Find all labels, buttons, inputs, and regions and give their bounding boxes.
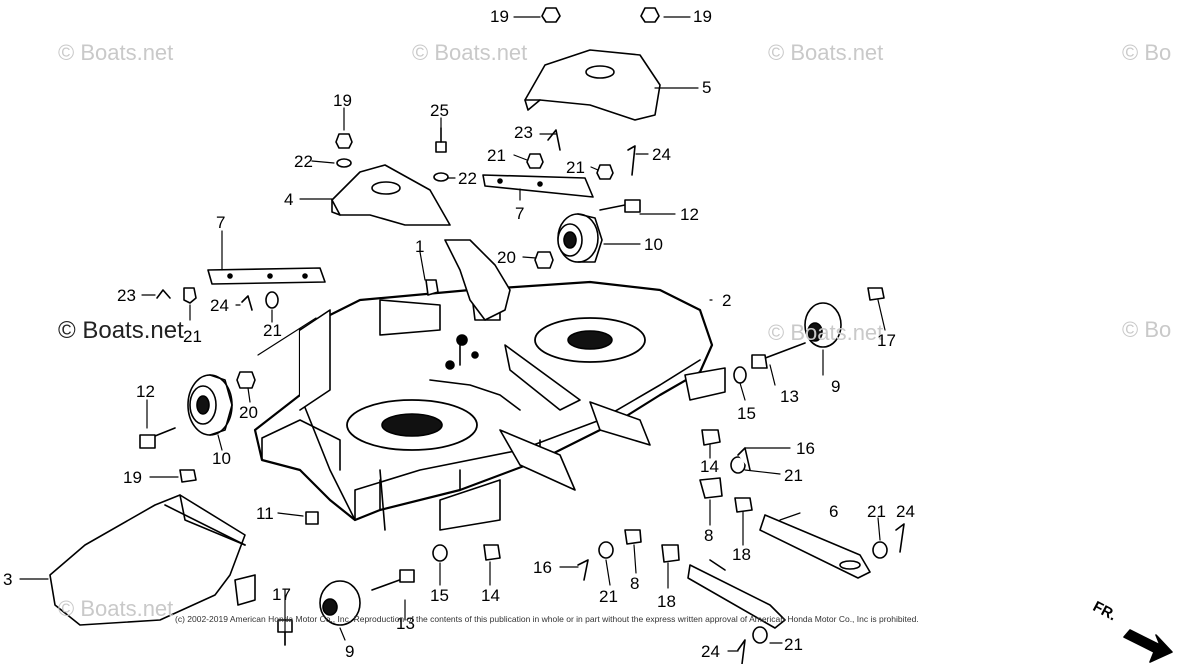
callout-number: 10: [212, 449, 231, 468]
callout-number: 14: [481, 586, 500, 605]
leader-lines: [19, 16, 886, 652]
callout-number: 21: [263, 321, 282, 340]
callout-number: 3: [3, 570, 13, 589]
callout-number: 15: [430, 586, 449, 605]
callout-number: 17: [272, 585, 291, 604]
roller-9-right: [804, 302, 842, 348]
callout-number: 16: [796, 439, 815, 458]
callout-number: 8: [704, 526, 714, 545]
callout-number: 10: [644, 235, 663, 254]
bracket-7-left: [207, 267, 326, 285]
callout-number: 15: [737, 404, 756, 423]
watermark: © Boats.net: [768, 320, 884, 345]
callout-number: 21: [599, 587, 618, 606]
copyright-notice: (c) 2002-2019 American Honda Motor Co., …: [175, 614, 919, 624]
callout-number: 24: [896, 502, 915, 521]
callout-number: 24: [701, 642, 720, 661]
watermark: © Boats.net: [58, 40, 174, 65]
callout-number: 2: [722, 291, 732, 310]
callout-number: 23: [514, 123, 533, 142]
callout-number: 21: [784, 635, 803, 654]
watermark: © Boats.net: [58, 596, 174, 621]
callout-number: 21: [183, 327, 202, 346]
callout-number: 21: [784, 466, 803, 485]
fasteners: [139, 7, 905, 664]
callout-number: 5: [702, 78, 712, 97]
watermark: © Boats.net: [768, 40, 884, 65]
callout-number: 21: [566, 158, 585, 177]
wheel-10-left: [187, 374, 233, 436]
callout-number: 12: [680, 205, 699, 224]
callout-number: 19: [693, 7, 712, 26]
watermark: © Bo: [1122, 317, 1172, 342]
discharge-chute: [49, 494, 256, 626]
callout-number: 7: [216, 213, 226, 232]
watermark: © Boats.net: [412, 40, 528, 65]
link-6-lower: [687, 564, 786, 629]
watermark: © Bo: [1122, 40, 1172, 65]
callout-number: 13: [396, 614, 415, 633]
front-direction-arrow: [1123, 629, 1173, 663]
callout-number: 9: [345, 642, 355, 661]
callout-number: 19: [333, 91, 352, 110]
callout-number: 13: [780, 387, 799, 406]
link-6-upper: [759, 514, 871, 579]
callout-number: 11: [256, 504, 274, 523]
bracket-7-right: [482, 174, 594, 198]
callout-number: 18: [732, 545, 751, 564]
callout-number: 24: [652, 145, 671, 164]
callout-number: 14: [700, 457, 719, 476]
callout-number: 19: [490, 7, 509, 26]
callout-number: 21: [867, 502, 886, 521]
callout-number: 8: [630, 574, 640, 593]
callout-number: 22: [458, 169, 477, 188]
callout-number: 23: [117, 286, 136, 305]
callout-number: 12: [136, 382, 155, 401]
callout-number: 19: [123, 468, 142, 487]
callout-number: 6: [829, 502, 839, 521]
callout-number: 21: [487, 146, 506, 165]
callout-number: 22: [294, 152, 313, 171]
callout-number: 25: [430, 101, 449, 120]
pulley-cover-5: [524, 49, 661, 121]
watermark: © Boats.net: [58, 317, 184, 344]
callout-number: 20: [239, 403, 258, 422]
arm-bracket: [444, 239, 511, 321]
callout-number: 18: [657, 592, 676, 611]
callout-number: 1: [415, 237, 425, 256]
roller-9-left: [319, 580, 361, 626]
callout-number: 17: [877, 331, 896, 350]
pulley-cover-4: [331, 164, 451, 226]
callout-number: 20: [497, 248, 516, 267]
callout-number: 9: [831, 377, 841, 396]
callout-number: 4: [284, 190, 294, 209]
callout-number: 7: [515, 204, 525, 223]
callout-number: 24: [210, 296, 229, 315]
callout-number: 16: [533, 558, 552, 577]
wheel-10-right: [557, 213, 603, 263]
